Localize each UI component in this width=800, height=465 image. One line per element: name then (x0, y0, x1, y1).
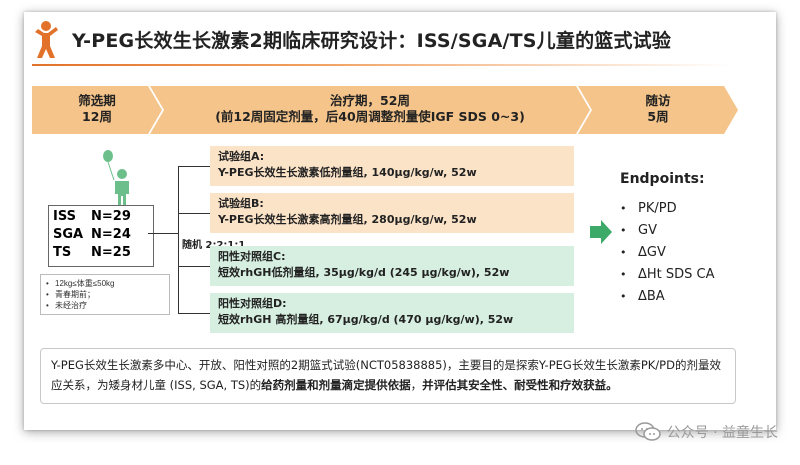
title-divider (32, 64, 732, 66)
connector-line (178, 266, 210, 267)
connector-line (178, 166, 179, 313)
arm-c: 阳性对照组C: 短效rhGH低剂量组, 35μg/kg/d (245 μg/kg… (210, 246, 574, 286)
inclusion-criteria: 12kg≤体重≤50kg 青春期前； 未经治疗 (40, 274, 170, 315)
endpoint-item: ΔBA (620, 286, 715, 308)
connector-line (148, 233, 178, 234)
endpoint-item: GV (620, 220, 715, 242)
right-arrow-icon (590, 220, 612, 244)
study-summary: Y-PEG长效生长激素多中心、开放、阳性对照的2期篮式试验(NCT0583888… (40, 348, 736, 404)
endpoint-item: ΔHt SDS CA (620, 264, 715, 286)
arm-d-detail: 短效rhGH 高剂量组, 67μg/kg/d (470 μg/kg/w), 52… (218, 313, 514, 326)
child-with-balloon-icon (103, 150, 129, 208)
connector-line (178, 313, 210, 314)
criterion-weight: 12kg≤体重≤50kg (46, 278, 165, 289)
phase-followup-title: 随访 (645, 93, 671, 108)
watermark: 公众号 · 益童生长 (634, 422, 778, 442)
summary-text: Y-PEG长效生长激素多中心、开放、阳性对照的2期篮式试验(NCT0583888… (51, 358, 721, 392)
arm-c-name: 阳性对照组C: (218, 250, 286, 263)
wechat-icon (634, 422, 661, 441)
endpoint-item: ΔGV (620, 242, 715, 264)
arm-a-detail: Y-PEG长效生长激素低剂量组, 140μg/kg/w, 52w (218, 166, 477, 179)
phase-treatment-title: 治疗期，52周 (330, 93, 410, 108)
arm-b-detail: Y-PEG长效生长激素高剂量组, 280μg/kg/w, 52w (218, 213, 477, 226)
summary-text: ， (410, 378, 423, 392)
summary-emphasis: 并评估其安全性、耐受性和疗效获益。 (422, 378, 618, 392)
arm-a-name: 试验组A: (218, 150, 265, 163)
connector-line (178, 213, 210, 214)
phase-treatment-detail: (前12周固定剂量，后40周调整剂量使IGF SDS 0~3) (215, 109, 525, 124)
endpoint-item: PK/PD (620, 198, 715, 220)
phase-followup-duration: 5周 (647, 109, 669, 124)
summary-emphasis: 给药剂量和剂量滴定提供依据 (261, 378, 411, 392)
phase-treatment: 治疗期，52周(前12周固定剂量，后40周调整剂量使IGF SDS 0~3) (150, 86, 590, 134)
endpoints-title: Endpoints: (620, 171, 705, 187)
arm-d: 阳性对照组D: 短效rhGH 高剂量组, 67μg/kg/d (470 μg/k… (210, 293, 574, 333)
arm-c-detail: 短效rhGH低剂量组, 35μg/kg/d (245 μg/kg/w), 52w (218, 266, 510, 279)
arm-b: 试验组B: Y-PEG长效生长激素高剂量组, 280μg/kg/w, 52w (210, 193, 574, 233)
phase-screening-duration: 12周 (82, 109, 112, 124)
page-title: Y-PEG长效生长激素2期临床研究设计：ISS/SGA/TS儿童的篮式试验 (72, 30, 672, 52)
endpoints-list: PK/PD GV ΔGV ΔHt SDS CA ΔBA (620, 198, 715, 308)
criterion-prepubertal: 青春期前； (46, 289, 165, 300)
arm-d-name: 阳性对照组D: (218, 297, 287, 310)
randomization-ratio: 随机 2:2:1:1 (182, 240, 245, 251)
phase-screening-title: 筛选期 (78, 93, 116, 108)
connector-line (178, 166, 210, 167)
criterion-untreated: 未经治疗 (46, 300, 165, 311)
watermark-text: 公众号 · 益童生长 (666, 425, 778, 441)
child-figure-icon (35, 21, 58, 58)
arm-b-name: 试验组B: (218, 197, 264, 210)
arm-a: 试验组A: Y-PEG长效生长激素低剂量组, 140μg/kg/w, 52w (210, 146, 574, 186)
